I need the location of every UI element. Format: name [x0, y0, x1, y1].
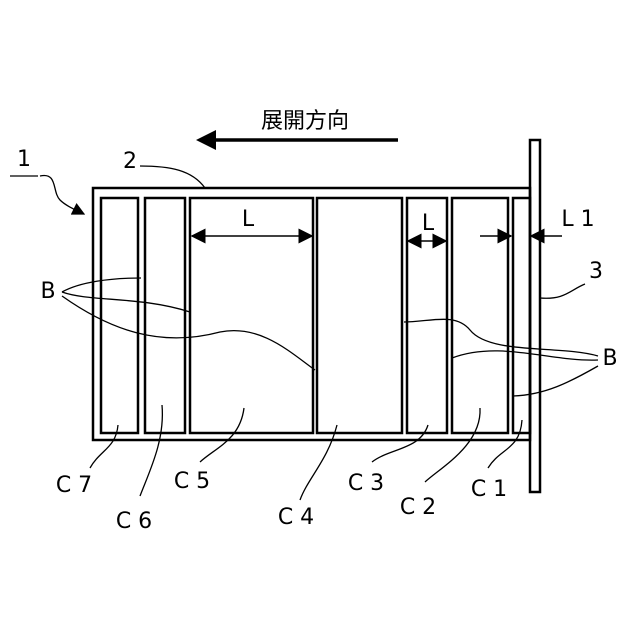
- c4-label: C 4: [278, 505, 314, 530]
- c1-label: C 1: [471, 477, 507, 502]
- c4-leader: [300, 425, 337, 500]
- c3-leader: [372, 425, 428, 462]
- b-right-label: B: [602, 346, 617, 371]
- c5-leader: [200, 408, 244, 462]
- outer-frame-label: 2: [123, 149, 137, 174]
- plate-leader: [540, 284, 585, 298]
- c3-label: C 3: [348, 471, 384, 496]
- c1-leader: [488, 420, 522, 468]
- direction-label: 展開方向: [261, 109, 349, 134]
- gap-left-label: L: [242, 207, 255, 232]
- outer-frame: [93, 188, 530, 440]
- cell-c5: [190, 198, 313, 433]
- plate-label: 3: [589, 259, 603, 284]
- c6-label: C 6: [116, 509, 152, 534]
- device-label: 1: [17, 147, 31, 172]
- direction-arrow-head: [196, 130, 216, 150]
- cell-c2: [452, 198, 508, 433]
- outer-frame-leader: [140, 166, 205, 188]
- cell-c1: [513, 198, 530, 433]
- c7-label: C 7: [56, 473, 92, 498]
- plate: [530, 140, 540, 492]
- b-right-leader-3: [513, 366, 598, 396]
- c5-label: C 5: [174, 469, 210, 494]
- cell-c6: [145, 198, 185, 433]
- c2-label: C 2: [400, 495, 436, 520]
- gap-right-label: L: [422, 211, 435, 236]
- device-leader: [40, 175, 84, 214]
- c6-leader: [140, 405, 162, 496]
- b-left-label: B: [40, 279, 55, 304]
- cell-c7: [101, 198, 138, 433]
- cell-c4: [317, 198, 402, 433]
- gap-l1-label: L 1: [561, 207, 594, 232]
